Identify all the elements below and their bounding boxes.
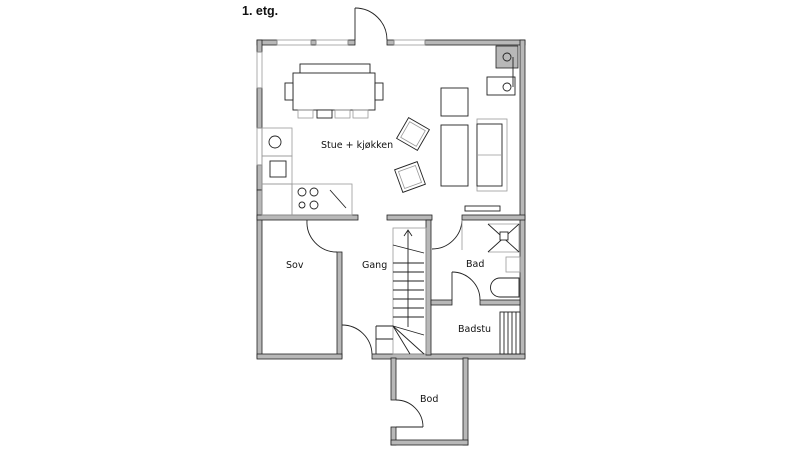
label-stue-kjokken: Stue + kjøkken <box>321 140 393 151</box>
windows <box>256 39 426 166</box>
label-gang: Gang <box>362 260 387 271</box>
furniture <box>261 52 521 355</box>
doors <box>306 7 481 428</box>
label-badstu: Badstu <box>458 324 491 335</box>
floor-title: 1. etg. <box>242 4 278 18</box>
label-bod: Bod <box>420 394 438 405</box>
room-labels: Stue + kjøkken Sov Gang Bad Badstu Bod <box>286 140 491 405</box>
staircase <box>375 227 427 355</box>
label-sov: Sov <box>286 260 304 271</box>
walls <box>256 39 526 446</box>
label-bad: Bad <box>466 259 484 270</box>
